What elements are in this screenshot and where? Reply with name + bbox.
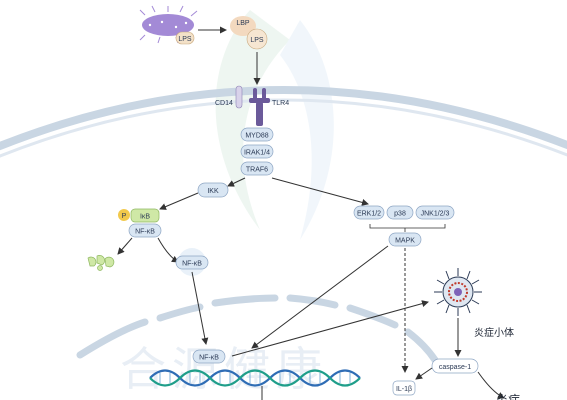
traf6-box: TRAF6 [240, 161, 274, 176]
nfkb-free-box: NF-κB [175, 248, 209, 276]
myd88-box: MYD88 [240, 127, 274, 142]
cd14-receptor: CD14 [215, 85, 243, 109]
arrow-dna-to-inflammasome [231, 300, 429, 357]
svg-text:IKK: IKK [207, 188, 219, 195]
watermark-logo [215, 10, 334, 240]
svg-text:ERK1/2: ERK1/2 [357, 211, 381, 218]
il1b-box: IL-1β [392, 380, 416, 396]
inflammasome-icon [434, 268, 482, 316]
jnk-box: JNK1/2/3 [415, 205, 455, 220]
svg-text:MYD88: MYD88 [245, 133, 268, 140]
p38-box: p38 [386, 205, 414, 220]
arrow-to-free-nfkb [157, 237, 179, 263]
ikk-box: IKK [197, 182, 229, 198]
dna-helix-icon [149, 369, 361, 387]
svg-text:p38: p38 [394, 211, 406, 218]
caspase-1-box: caspase-1 [431, 358, 479, 374]
watermark-text: 合源健康 [120, 342, 328, 396]
degraded-ikb-icon [87, 255, 115, 271]
adaptor-stack: MYD88 IRAK1/4 TRAF6 [240, 127, 274, 176]
svg-text:LPS: LPS [178, 36, 192, 43]
svg-text:LBP: LBP [236, 20, 250, 27]
tlr4-receptor-icon: TLR4 [249, 88, 289, 126]
svg-text:NF-κB: NF-κB [182, 261, 202, 268]
cell-membrane [0, 86, 567, 158]
lbp-complex: LBP LPS [230, 16, 268, 50]
arrow-to-degradation [117, 237, 133, 255]
arrow-ikk-to-ikb [159, 192, 199, 210]
svg-text:P: P [122, 213, 127, 220]
mapk-group: ERK1/2 p38 JNK1/2/3 MAPK [353, 205, 455, 247]
arrow-caspase-to-il1b [415, 367, 433, 380]
bacterium-icon [139, 5, 198, 44]
inflammation-label: 炎症 [496, 392, 520, 400]
arrow-traf6-to-mapk [271, 177, 369, 206]
svg-text:NF-κB: NF-κB [199, 355, 219, 362]
svg-text:JNK1/2/3: JNK1/2/3 [421, 211, 450, 218]
ikb-nfkb-complex: P IκB NF-κB [118, 208, 162, 238]
svg-text:IL-1β: IL-1β [396, 386, 412, 393]
svg-text:TRAF6: TRAF6 [246, 167, 268, 174]
nuclear-membrane [76, 294, 439, 364]
arrow-mapk-to-nfkb-nucleus [251, 245, 389, 349]
arrow-nfkb-to-nucleus [191, 271, 209, 345]
svg-text:NF-κB: NF-κB [135, 229, 155, 236]
irak-box: IRAK1/4 [240, 144, 274, 159]
arrow-caspase-to-inflammation [477, 371, 505, 399]
erk-box: ERK1/2 [353, 205, 385, 220]
svg-text:MAPK: MAPK [395, 238, 415, 245]
arrow-traf6-to-ikk [227, 177, 246, 187]
svg-text:TLR4: TLR4 [272, 100, 289, 107]
mapk-box: MAPK [388, 232, 422, 247]
svg-text:LPS: LPS [250, 37, 264, 44]
svg-text:caspase-1: caspase-1 [439, 364, 471, 371]
nfkb-nucleus-box: NF-κB [192, 349, 226, 364]
svg-text:IκB: IκB [140, 214, 150, 221]
svg-text:CD14: CD14 [215, 100, 233, 107]
inflammasome-label: 炎症小体 [474, 326, 514, 339]
svg-text:IRAK1/4: IRAK1/4 [244, 150, 270, 157]
lps-tag-1: LPS [175, 31, 195, 45]
